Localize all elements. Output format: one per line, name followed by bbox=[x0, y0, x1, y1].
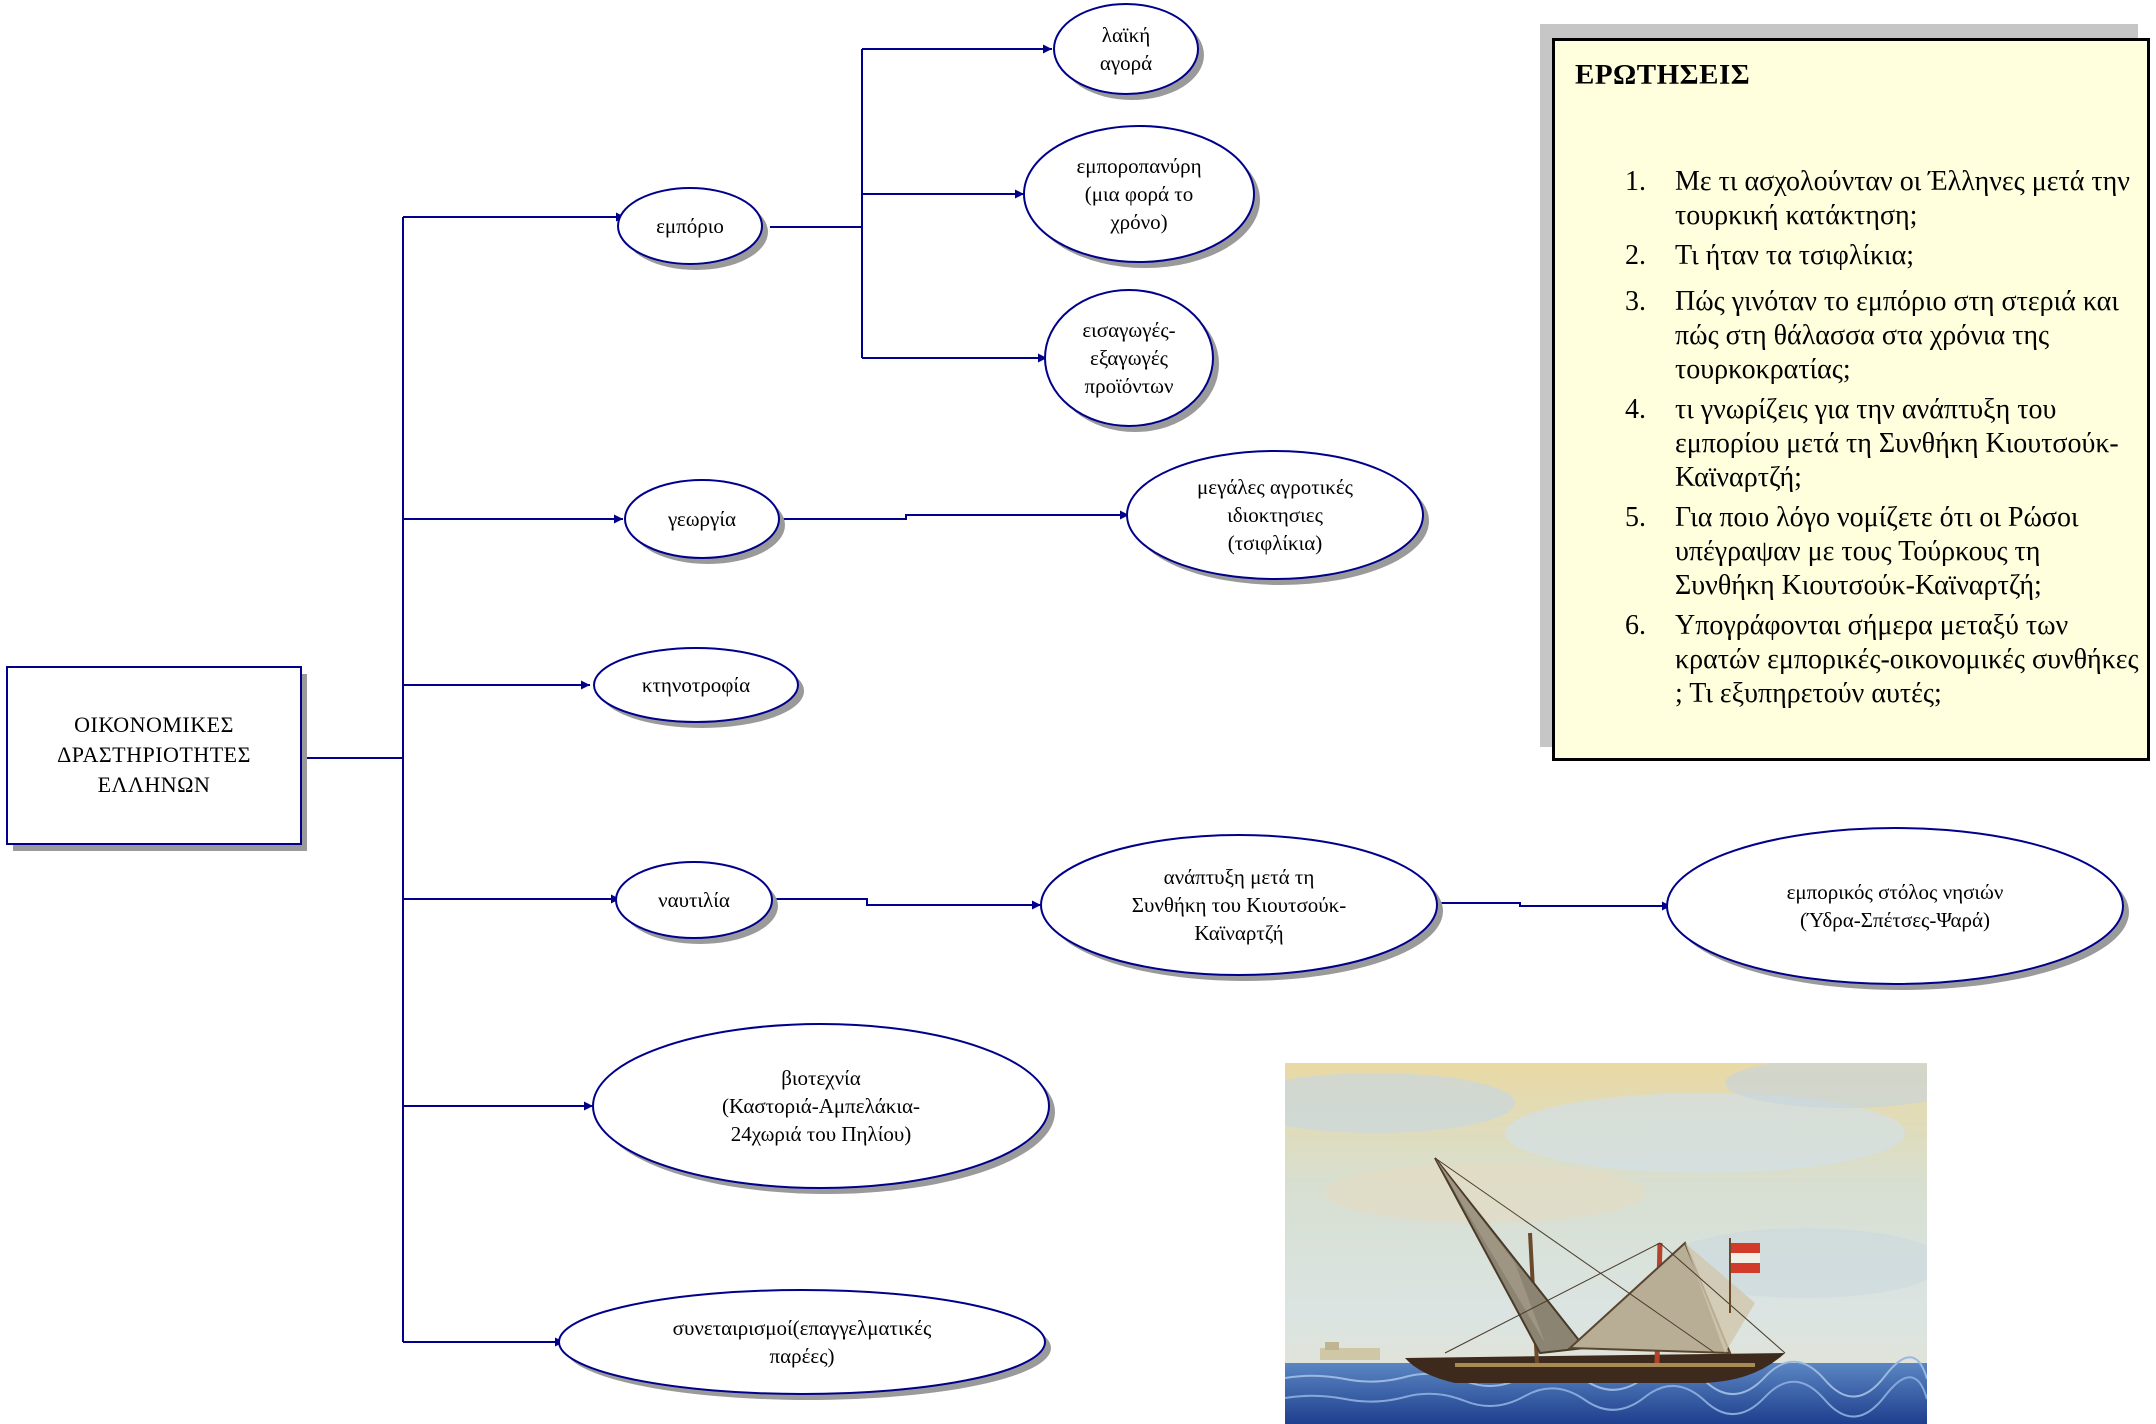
node-georgia bbox=[624, 479, 780, 559]
connectors bbox=[307, 44, 1671, 1347]
node-anaptyxi bbox=[1040, 834, 1438, 976]
question-item: 6.Υπογράφονται σήμερα μεταξύ των κρατών … bbox=[1625, 610, 2139, 709]
question-item: 5.Για ποιο λόγο νομίζετε ότι οι Ρώσοι υπ… bbox=[1625, 502, 2079, 601]
root-label: ΟΙΚΟΝΟΜΙΚΕΣ ΔΡΑΣΤΗΡΙΟΤΗΤΕΣ ΕΛΛΗΝΩΝ bbox=[57, 712, 251, 797]
arrow-to-megales-idioktisies bbox=[778, 510, 1129, 520]
question-item: 2.Τι ήταν τα τσιφλίκια; bbox=[1625, 240, 1915, 271]
node-megales-idioktisies bbox=[1126, 450, 1424, 580]
leaf-nodes bbox=[1023, 3, 2129, 990]
node-stolos bbox=[1666, 827, 2124, 985]
arrow-to-stolos bbox=[1433, 901, 1671, 911]
node-viotexnia bbox=[592, 1023, 1050, 1189]
node-eisagoges bbox=[1044, 289, 1214, 427]
node-synetairismoi bbox=[558, 1289, 1046, 1395]
root-box bbox=[6, 666, 302, 845]
questions-panel: ΕΡΩΤΗΣΕΙΣ 1.Με τι ασχολούνταν οι Έλληνες… bbox=[1552, 38, 2150, 761]
ship-illustration bbox=[1285, 1063, 1927, 1424]
questions-title: ΕΡΩΤΗΣΕΙΣ bbox=[1575, 59, 1751, 91]
question-item: 1.Με τι ασχολούνταν οι Έλληνες μετά την … bbox=[1625, 166, 2130, 231]
question-item: 3.Πώς γινόταν το εμπόριο στη στεριά και … bbox=[1625, 286, 2119, 385]
question-item: 4.τι γνωρίζεις για την ανάπτυξη του εμπο… bbox=[1625, 394, 2119, 493]
node-ktinotrofia bbox=[593, 647, 799, 723]
questions-list: 1.Με τι ασχολούνταν οι Έλληνες μετά την … bbox=[1625, 165, 2145, 717]
node-emporopanigyri bbox=[1023, 125, 1255, 263]
node-emporio bbox=[617, 187, 763, 265]
arrow-to-anaptyxi bbox=[768, 898, 1041, 910]
node-naftilia bbox=[615, 861, 773, 939]
branch-nodes bbox=[558, 187, 1055, 1400]
node-laiki-agora bbox=[1053, 3, 1199, 95]
ship-painting bbox=[1285, 1063, 1927, 1424]
